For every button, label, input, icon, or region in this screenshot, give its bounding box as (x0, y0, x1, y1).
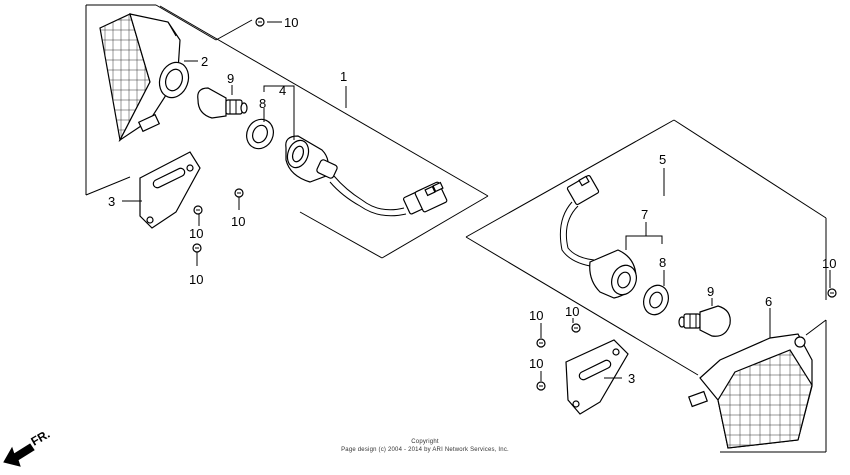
callout-2: 2 (201, 54, 208, 69)
callout-10-right-b: 10 (565, 304, 579, 319)
callout-10-top-left: 10 (284, 15, 298, 30)
front-direction-indicator: FR. (3, 427, 53, 467)
arrow-left-icon (3, 443, 35, 467)
callout-3-left: 3 (108, 194, 115, 209)
callout-10-left-bracket-b: 10 (231, 214, 245, 229)
fr-label: FR. (29, 427, 53, 449)
screw-icon (234, 188, 244, 198)
right-bracket (565, 339, 629, 415)
right-gasket (643, 284, 669, 316)
callout-3-right: 3 (628, 371, 635, 386)
screw-icon (255, 17, 265, 27)
right-assembly-frame (465, 119, 827, 453)
right-leader-lines (540, 168, 831, 381)
left-bracket (139, 151, 201, 229)
screw-icon (827, 288, 837, 298)
callout-9-right: 9 (707, 284, 714, 299)
callout-4: 4 (279, 83, 286, 98)
copyright-label: Copyright (411, 439, 439, 445)
callout-10-left-bracket-c: 10 (189, 272, 203, 287)
screw-icon (536, 381, 546, 391)
callout-5: 5 (659, 152, 666, 167)
callout-9-left: 9 (227, 71, 234, 86)
screw-icon (193, 205, 203, 215)
callout-10-right-a: 10 (529, 308, 543, 323)
left-bulb (197, 87, 248, 119)
left-gasket (246, 118, 274, 150)
right-socket (559, 174, 637, 299)
callout-7: 7 (641, 207, 648, 222)
callout-10-right-c: 10 (529, 356, 543, 371)
screw-icon (192, 243, 202, 253)
left-socket-ring (158, 61, 190, 99)
left-assembly-frame (85, 4, 489, 259)
left-leader-lines (122, 21, 347, 266)
right-bulb (678, 305, 731, 337)
callout-6: 6 (765, 294, 772, 309)
screw-icon (536, 338, 546, 348)
screw-icon (571, 323, 581, 333)
callout-labels: 1 2 3 3 4 5 6 7 8 8 9 9 10 10 10 10 10 1… (108, 15, 836, 386)
left-screws (192, 17, 265, 253)
right-screws (536, 288, 837, 391)
callout-1: 1 (340, 69, 347, 84)
left-socket (285, 135, 448, 217)
copyright-notice: Page design (c) 2004 - 2014 by ARI Netwo… (341, 447, 509, 453)
callout-10-left-bracket-a: 10 (189, 226, 203, 241)
callout-10-far-right: 10 (822, 256, 836, 271)
callout-8-left: 8 (259, 96, 266, 111)
callout-8-right: 8 (659, 255, 666, 270)
